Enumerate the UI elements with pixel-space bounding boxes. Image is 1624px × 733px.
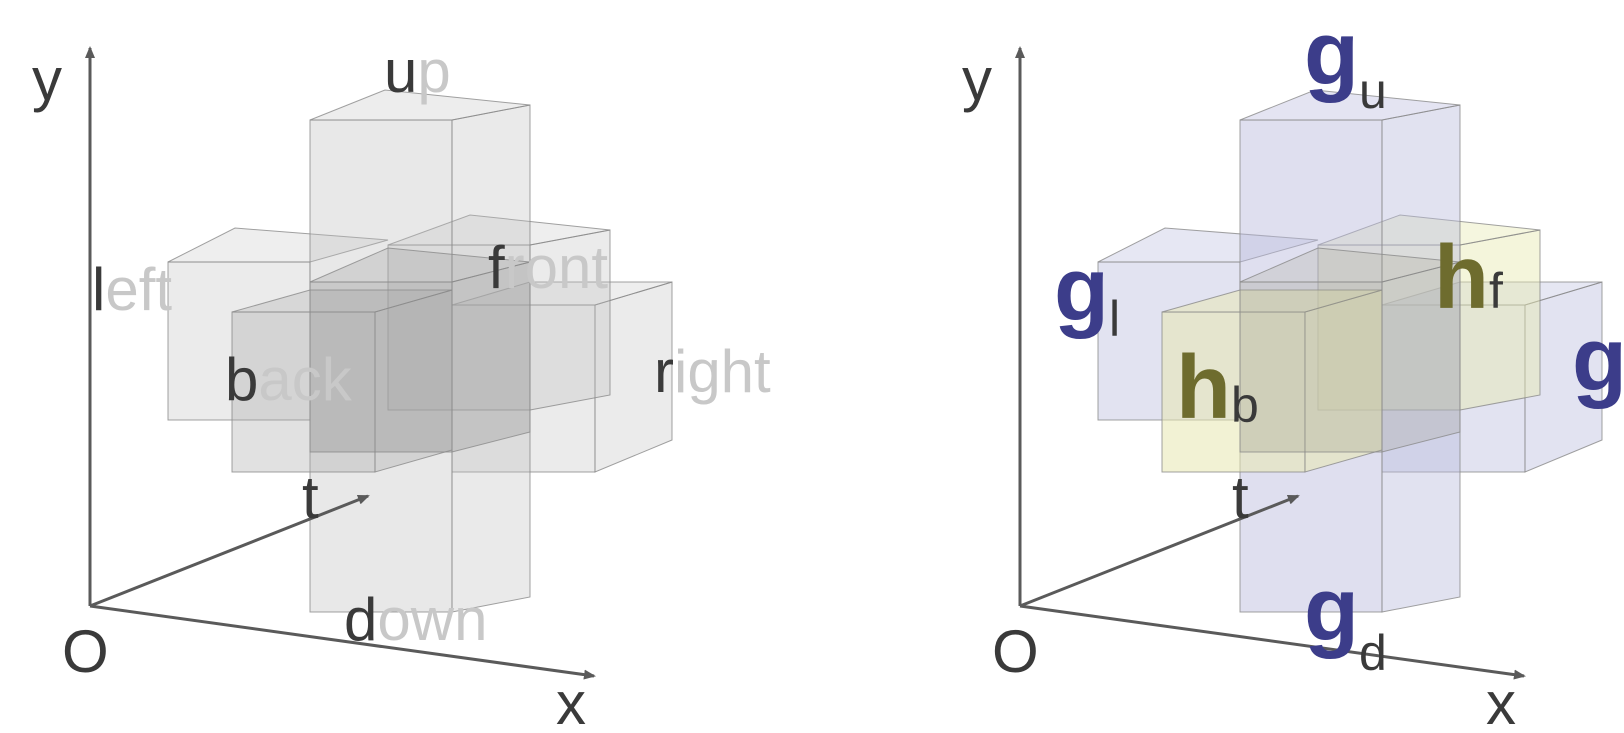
down-label-initial: d: [344, 586, 377, 653]
y-axis-label: y: [32, 46, 62, 113]
t-axis-label-r: t: [1232, 464, 1249, 531]
right-boxes: [1097, 89, 1603, 613]
x-axis-line: [89, 604, 596, 680]
g-up-symbol: gu: [1304, 4, 1387, 119]
front-label-initial: f: [488, 234, 505, 301]
left-label-rest: eft: [105, 256, 172, 323]
g-down-sub: d: [1359, 625, 1387, 681]
up-label-rest: p: [417, 38, 450, 105]
x-axis-label-r: x: [1486, 670, 1516, 728]
right-box-top: [451, 281, 673, 306]
x-axis-line-r: [1019, 604, 1526, 680]
h-front-base: h: [1434, 228, 1489, 328]
center-cube-front-r: [1239, 281, 1383, 453]
h-back-base: h: [1176, 338, 1231, 438]
h-back-sub: b: [1231, 377, 1259, 433]
g-left-box-top: [1097, 227, 1319, 263]
front-label: front: [488, 234, 608, 301]
left-axes: [85, 46, 596, 680]
center-cube-top: [309, 247, 531, 283]
left-boxes: [167, 89, 673, 613]
h-front-symbol: hf: [1434, 228, 1503, 328]
left-label-initial: l: [92, 256, 105, 323]
g-left-base: g: [1054, 240, 1109, 340]
left-box-top: [167, 227, 389, 263]
h-front-sub: f: [1489, 263, 1503, 319]
center-cube-top-r: [1239, 247, 1461, 283]
origin-label: O: [62, 618, 109, 685]
left-label: left: [92, 256, 172, 323]
g-up-base: g: [1304, 4, 1359, 104]
right-label: right: [654, 338, 771, 405]
back-label-rest: ack: [258, 346, 352, 413]
g-right-base: g: [1572, 310, 1624, 410]
right-label-initial: r: [654, 338, 674, 405]
back-label-initial: b: [225, 346, 258, 413]
front-box-top: [387, 214, 611, 246]
g-left-symbol: gl: [1054, 240, 1120, 347]
x-axis-label: x: [556, 670, 586, 728]
g-right-symbol: g: [1572, 310, 1624, 410]
t-axis-line-r: [1019, 494, 1300, 608]
g-left-sub: l: [1109, 291, 1120, 347]
origin-label-r: O: [992, 618, 1039, 685]
left-diagram: y x O t up down left right front back: [32, 38, 771, 733]
g-column-top: [1239, 89, 1461, 121]
down-label-rest: own: [377, 586, 487, 653]
g-right-box-top: [1381, 281, 1603, 306]
back-label: back: [225, 346, 353, 413]
column-top: [309, 89, 531, 121]
right-label-rest: ight: [674, 338, 771, 405]
front-label-rest: ront: [505, 234, 609, 301]
up-label: up: [384, 38, 451, 105]
h-front-box-top: [1317, 214, 1541, 246]
right-diagram: y x O t gu gd gl g hf hb: [962, 4, 1624, 733]
t-axis-line: [89, 494, 370, 608]
t-axis-label: t: [302, 464, 319, 531]
y-axis-label-r: y: [962, 46, 992, 113]
h-back-symbol: hb: [1176, 338, 1259, 438]
up-label-initial: u: [384, 38, 417, 105]
down-label: down: [344, 586, 487, 653]
g-down-symbol: gd: [1304, 560, 1387, 681]
g-up-sub: u: [1359, 63, 1387, 119]
g-down-base: g: [1304, 560, 1359, 660]
right-axes: [1015, 46, 1526, 680]
